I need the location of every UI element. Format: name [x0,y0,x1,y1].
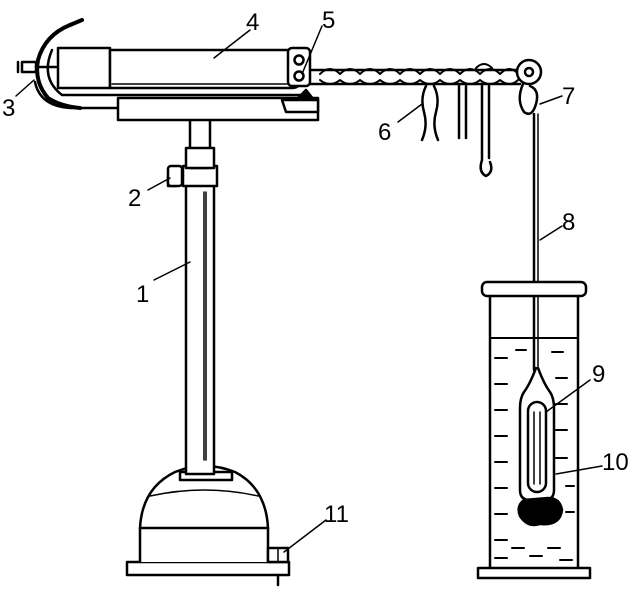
callout-4: 4 [246,9,259,36]
callout-2: 2 [128,185,141,212]
glass-cylinder [476,280,592,580]
callout-3: 3 [2,95,15,122]
callout-9: 9 [592,361,605,388]
zero-pointer-arc [35,18,84,110]
knife-edge [280,88,320,114]
beam [56,46,312,90]
callout-labels: 1 2 3 4 5 6 7 8 9 10 11 [2,7,629,528]
callout-7: 7 [562,83,575,110]
callout-6: 6 [378,119,391,146]
stand-base [125,464,291,577]
callout-11: 11 [324,501,349,528]
liquid [494,349,575,561]
callout-5: 5 [322,7,335,34]
graduated-arm [308,68,522,86]
base-screw [266,546,290,587]
callout-1: 1 [136,281,149,308]
pillar [184,176,216,476]
rider-weights [420,63,493,178]
balancing-screw [16,60,58,74]
suspension-wire [532,112,539,372]
leader-lines [15,25,603,553]
glass-float [517,366,564,527]
end-hook [515,58,543,115]
callout-10: 10 [602,449,629,476]
callout-8: 8 [562,209,575,236]
